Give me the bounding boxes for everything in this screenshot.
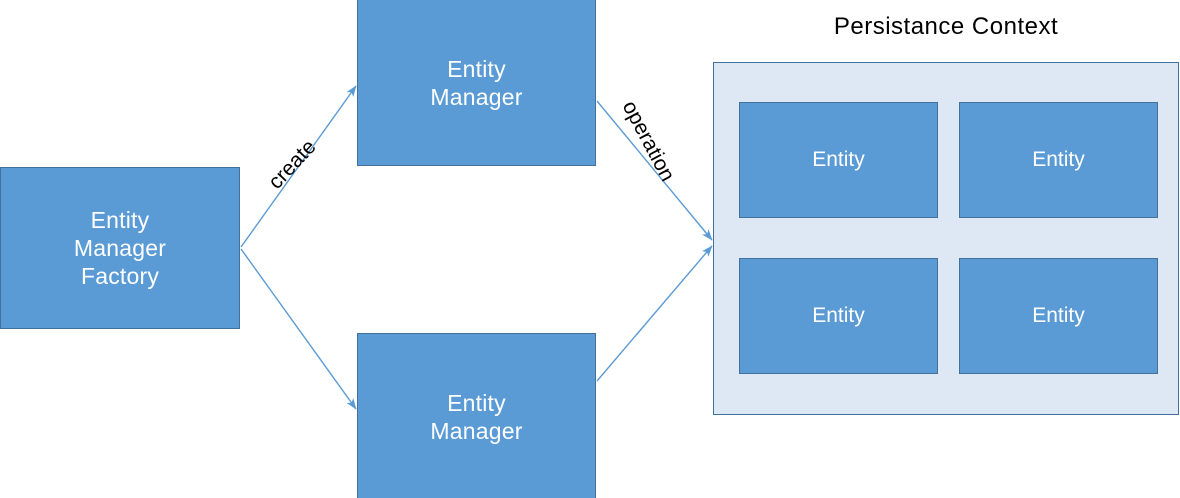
node-entity-manager-factory[interactable]: Entity Manager Factory bbox=[0, 167, 240, 329]
entity-box-1[interactable]: Entity bbox=[739, 102, 938, 218]
entity-box-2[interactable]: Entity bbox=[959, 102, 1158, 218]
node-entity-manager-bottom[interactable]: Entity Manager bbox=[357, 333, 596, 498]
edge-label-operation: operation bbox=[617, 97, 680, 186]
entity-box-4[interactable]: Entity bbox=[959, 258, 1158, 374]
persistence-context-title: Persistance Context bbox=[833, 13, 1059, 40]
edge-label-create: create bbox=[264, 135, 321, 194]
node-entity-manager-top[interactable]: Entity Manager bbox=[357, 0, 596, 166]
arrow-operation-from-entity-manager-bottom bbox=[596, 245, 713, 382]
entity-box-3[interactable]: Entity bbox=[739, 258, 938, 374]
arrow-create-to-entity-manager-bottom bbox=[240, 248, 357, 410]
